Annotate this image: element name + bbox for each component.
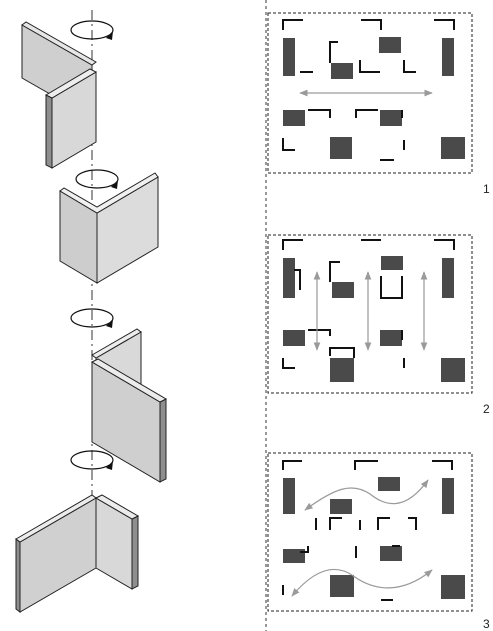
wall-lines — [282, 460, 453, 601]
plan-2: 2 — [267, 234, 490, 416]
solid-blocks — [283, 477, 465, 599]
wall-lines — [282, 19, 455, 161]
solid-blocks — [283, 37, 465, 159]
solid-blocks — [283, 256, 465, 382]
rotate-arrow-icon — [70, 450, 114, 470]
plan-number: 1 — [483, 182, 490, 196]
flow-arrows — [291, 479, 433, 597]
plan-1: 1 — [267, 12, 490, 196]
wall-module-1 — [21, 20, 114, 169]
plan-frame — [267, 12, 473, 174]
plan-frame — [267, 452, 473, 612]
rotate-arrow-icon — [75, 169, 119, 189]
plan-3: 3 — [267, 452, 490, 631]
rotate-arrow-icon — [70, 20, 114, 40]
rotate-arrow-icon — [70, 308, 114, 328]
plan-frame — [267, 234, 473, 394]
wall-module-3 — [70, 308, 168, 483]
wall-lines — [282, 239, 455, 369]
plan-number: 3 — [483, 617, 490, 631]
plan-number: 2 — [483, 402, 490, 416]
flow-arrows — [313, 271, 428, 351]
wall-module-4 — [15, 450, 140, 613]
wall-module-2 — [59, 169, 159, 284]
left-column-modules — [15, 10, 168, 613]
